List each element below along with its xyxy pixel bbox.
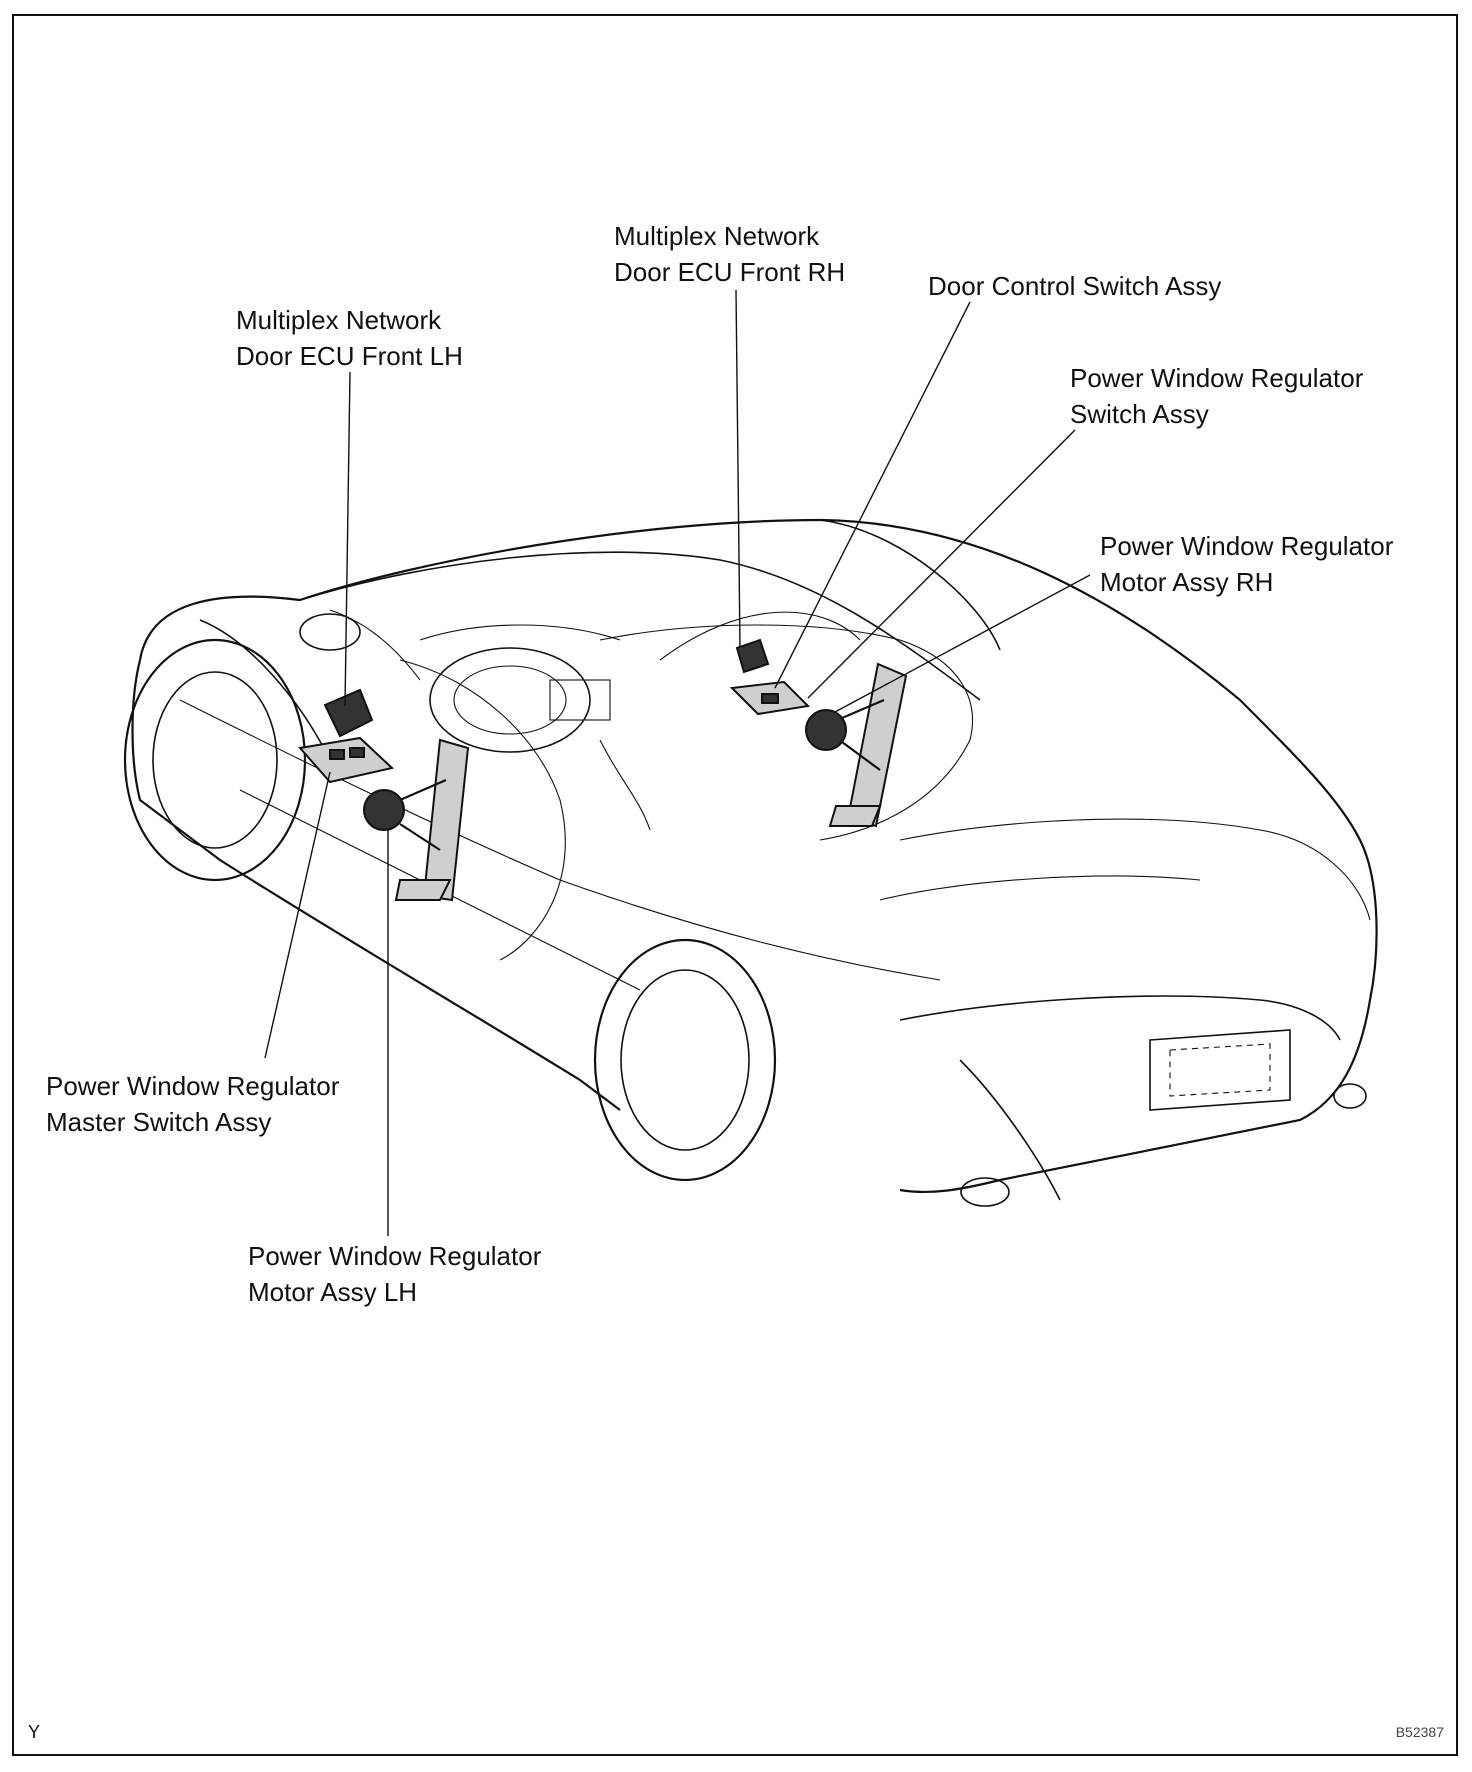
motor-lh-part — [363, 738, 470, 902]
dashboard — [299, 613, 651, 831]
label-line: Motor Assy LH — [248, 1277, 418, 1307]
label-pw-motor-lh: Power Window Regulator Motor Assy LH — [248, 1238, 541, 1310]
label-ecu-front-lh: Multiplex Network Door ECU Front LH — [236, 302, 463, 374]
corner-code-left: Y — [28, 1722, 41, 1742]
label-line: Power Window Regulator — [1100, 531, 1394, 561]
label-line: Power Window Regulator — [1070, 363, 1364, 393]
label-ecu-front-rh: Multiplex Network Door ECU Front RH — [614, 218, 845, 290]
label-line: Master Switch Assy — [46, 1107, 272, 1137]
front-wheel — [123, 638, 307, 882]
label-pw-motor-rh: Power Window Regulator Motor Assy RH — [1100, 528, 1393, 600]
leader-lines — [264, 289, 1091, 1236]
figure-number: B52387 — [1395, 1724, 1444, 1740]
car-body — [131, 518, 1378, 1207]
motor-rh-part — [805, 662, 908, 828]
label-pw-master-switch: Power Window Regulator Master Switch Ass… — [46, 1068, 339, 1140]
label-pw-regulator-switch: Power Window Regulator Switch Assy — [1070, 360, 1363, 432]
diagram-frame — [12, 14, 1458, 1756]
ecu-front-lh-part — [323, 688, 374, 738]
master-switch-part — [298, 736, 395, 784]
door-control-switch-part — [729, 680, 811, 716]
label-line: Multiplex Network — [614, 221, 820, 251]
label-line: Power Window Regulator — [46, 1071, 340, 1101]
label-line: Door Control Switch Assy — [928, 271, 1222, 301]
rear-wheel — [593, 938, 777, 1182]
label-line: Multiplex Network — [236, 305, 442, 335]
label-line: Power Window Regulator — [248, 1241, 542, 1271]
label-line: Door ECU Front RH — [614, 257, 846, 287]
ecu-front-rh-part — [735, 638, 770, 674]
label-line: Door ECU Front LH — [236, 341, 463, 371]
label-door-control-switch: Door Control Switch Assy — [928, 268, 1221, 304]
label-line: Switch Assy — [1070, 399, 1209, 429]
label-line: Motor Assy RH — [1100, 567, 1274, 597]
